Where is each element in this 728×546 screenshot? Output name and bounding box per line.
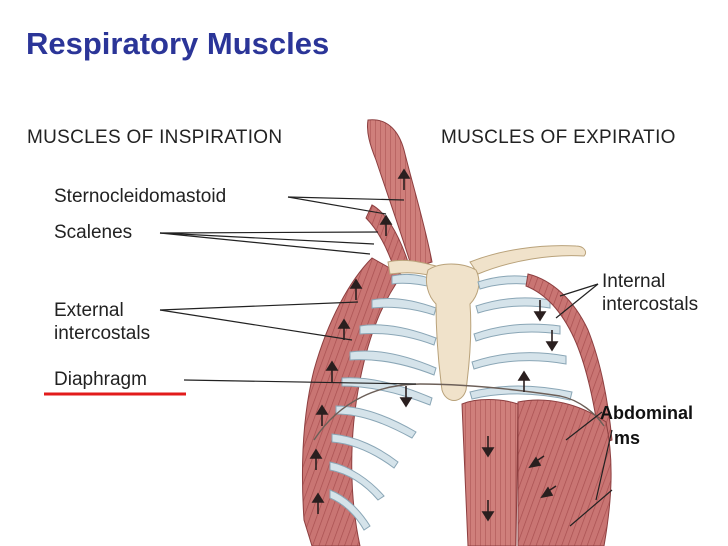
right-clavicle [469, 245, 587, 275]
label-abdominal-1: Abdominal [600, 403, 693, 423]
rectus-abdominis-muscle [461, 399, 519, 546]
heading-inspiration: MUSCLES OF INSPIRATION [27, 127, 283, 148]
right-ribs [469, 275, 573, 401]
label-abdominal-2: ms [614, 428, 641, 448]
oblique-muscles [517, 399, 612, 546]
label-internal-1: Internal [602, 271, 666, 292]
direction-arrows [309, 168, 559, 522]
label-diaphragm: Diaphragm [54, 369, 147, 390]
label-external-2: intercostals [54, 323, 151, 344]
diaphragm-outline [313, 383, 605, 441]
label-scalenes: Scalenes [54, 222, 133, 243]
sternum [425, 263, 480, 401]
left-ribs [329, 273, 439, 531]
label-internal-2: intercostals [602, 294, 699, 315]
leader-lines [159, 196, 613, 527]
heading-expiration: MUSCLES OF EXPIRATIO [441, 127, 676, 148]
label-external-1: External [54, 300, 124, 321]
slide-title: Respiratory Muscles [26, 26, 330, 61]
label-sternocleidomastoid: Sternocleidomastoid [54, 186, 227, 207]
